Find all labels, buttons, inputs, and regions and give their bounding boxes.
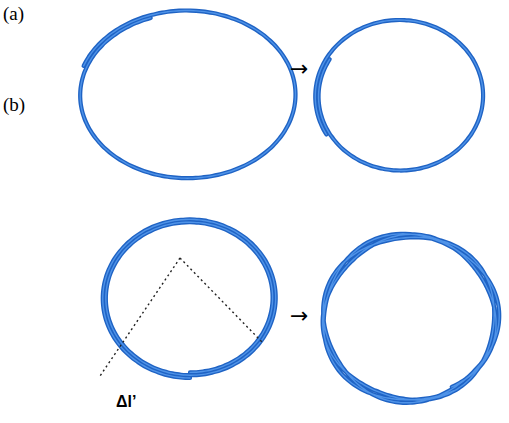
ring-highlight [80, 11, 295, 179]
ring-highlight [323, 234, 500, 403]
transition-arrow: → [290, 305, 308, 327]
ring-highlight [103, 219, 276, 378]
dotted-guide [180, 258, 262, 342]
ring-strand [323, 234, 500, 403]
length-label: Δl’ [116, 394, 136, 410]
panel-label: (a) [3, 4, 24, 23]
dotted-guide [100, 258, 180, 376]
panel-label: (b) [3, 95, 25, 114]
ring-strand [80, 11, 295, 179]
ring-highlight [315, 20, 483, 171]
transition-arrow: → [290, 58, 308, 80]
ring-strands [80, 11, 499, 403]
ring-strand [315, 20, 483, 171]
ring-strand [103, 219, 276, 378]
